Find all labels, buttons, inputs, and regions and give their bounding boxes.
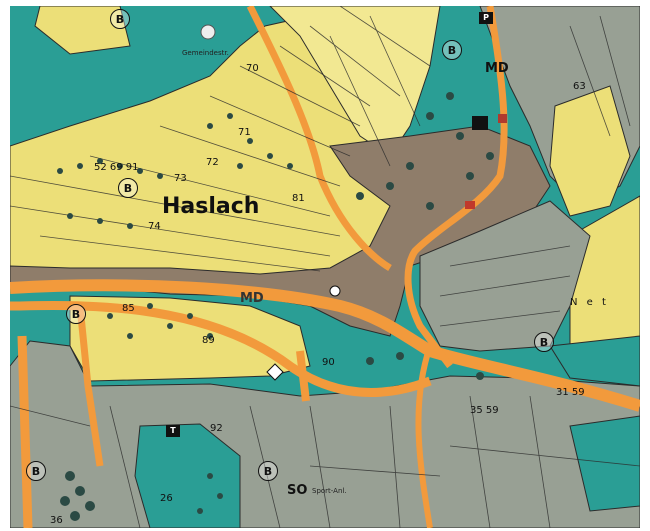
parcel-number-63: 63 — [573, 81, 586, 92]
b-badge-1: B — [118, 178, 138, 198]
yellow-zone-east — [549, 85, 631, 217]
tree-dots — [57, 92, 494, 521]
b-badge-4: B — [66, 304, 86, 324]
teal-patch-south — [134, 423, 241, 528]
white-round-top — [200, 24, 216, 40]
b-badge-2: B — [110, 9, 130, 29]
parcel-number-90: 90 — [322, 357, 335, 368]
teal-patch-southeast — [569, 415, 640, 512]
orange-road-north — [246, 6, 392, 272]
zone-md-label-top: MD — [485, 61, 509, 76]
dark-building — [472, 116, 488, 130]
parcel-number-71: 71 — [238, 127, 251, 138]
parcel-number-92: 92 — [210, 423, 223, 434]
parcel-number-85: 85 — [122, 303, 135, 314]
orange-road-south-stub — [296, 350, 310, 402]
b-badge-6: B — [534, 332, 554, 352]
red-building-north — [498, 114, 507, 123]
road-small-label: Gemeindestr. — [182, 49, 229, 57]
parcel-number-26: 26 — [160, 493, 173, 504]
orange-road-west-vertical — [17, 335, 33, 528]
land-use-map: Haslach MD MD SO Sport-Anl. 52 69 91 70 … — [10, 6, 640, 528]
parcel-number-70: 70 — [246, 63, 259, 74]
orange-road-inner — [76, 305, 104, 467]
parcel-number-36: 36 — [50, 515, 63, 526]
town-label: Haslach — [162, 194, 260, 219]
church-marker — [329, 285, 341, 297]
b-badge-3: B — [442, 40, 462, 60]
b-badge-5: B — [258, 461, 278, 481]
parking-box: P — [479, 12, 493, 24]
orange-road-main — [10, 279, 640, 412]
orange-road-southeast — [415, 345, 433, 528]
map-drawing — [10, 6, 640, 528]
so-sub-label: Sport-Anl. — [312, 487, 347, 495]
margin-text-right: N e t — [570, 297, 609, 308]
parcel-number-31: 31 59 — [556, 387, 585, 398]
parcel-number-89: 89 — [202, 335, 215, 346]
parcel-number-72: 72 — [206, 157, 219, 168]
grey-forest-center — [419, 200, 591, 352]
white-marker — [266, 363, 284, 381]
zone-md-label-mid: MD — [240, 291, 264, 306]
parcel-lines — [10, 6, 640, 528]
parcel-number-73: 73 — [174, 173, 187, 184]
yellow-zone-topleft — [34, 6, 131, 55]
parcel-number-81: 81 — [292, 193, 305, 204]
t-box: T — [166, 425, 180, 437]
b-badge-7: B — [26, 461, 46, 481]
parcel-number-35: 35 59 — [470, 405, 499, 416]
red-building — [465, 201, 475, 209]
parcel-number-74: 74 — [148, 221, 161, 232]
parcel-number-52: 52 69 91 — [94, 162, 139, 173]
teal-patch-east — [549, 335, 640, 387]
zone-so-label: SO — [287, 483, 308, 498]
